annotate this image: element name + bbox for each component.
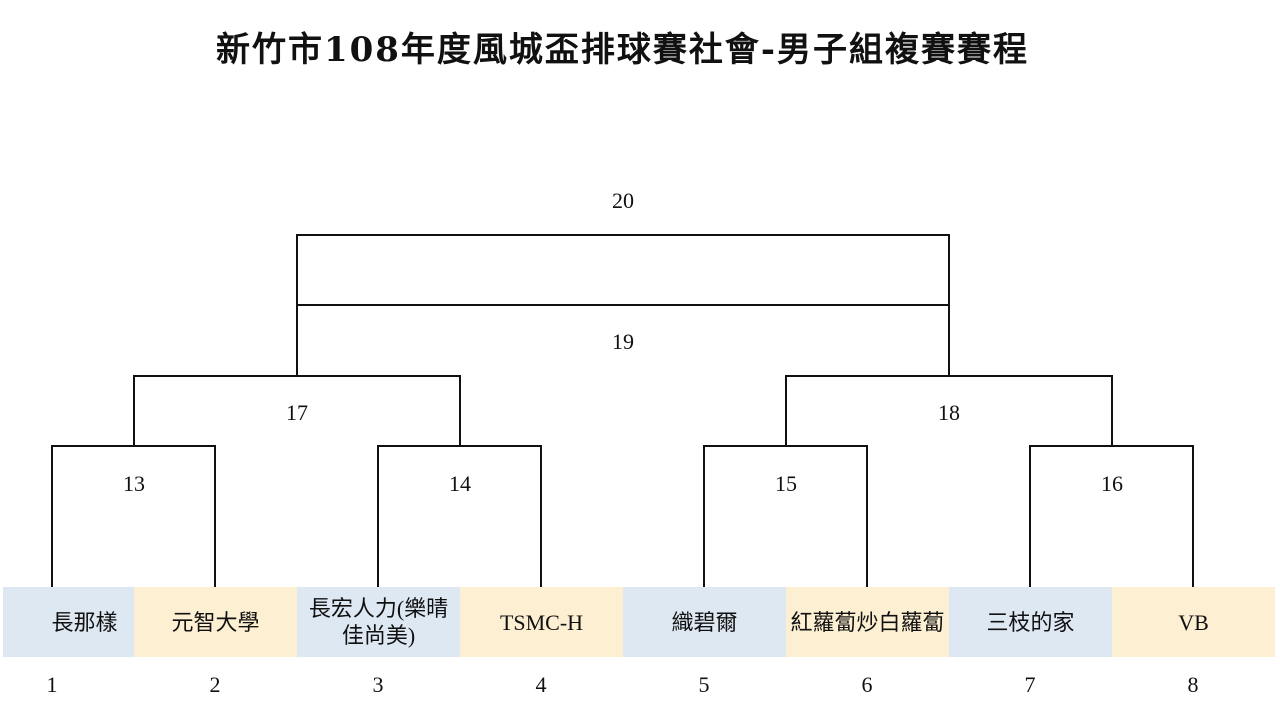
team-row: 長那樣 元智大學 長宏人力(樂晴佳尚美) TSMC-H 織碧爾 紅蘿蔔炒白蘿蔔 … <box>3 587 1277 657</box>
page-title: 新竹市108年度風城盃排球賽社會-男子組複賽賽程 <box>215 30 1030 70</box>
match-number-14: 14 <box>449 471 471 496</box>
bracket-line-match-20 <box>296 234 950 305</box>
bracket-line-match-19 <box>296 304 950 376</box>
bracket-line-match-13 <box>51 445 216 587</box>
seed-number-6: 6 <box>861 672 873 697</box>
seed-number-3: 3 <box>372 672 384 697</box>
match-number-16: 16 <box>1101 471 1123 496</box>
bracket-line-match-15 <box>703 445 868 587</box>
seed-number-5: 5 <box>698 672 710 697</box>
seed-number-8: 8 <box>1187 672 1199 697</box>
team-cell-5: 織碧爾 <box>623 587 786 657</box>
match-number-17: 17 <box>286 400 308 425</box>
bracket-line-match-16 <box>1029 445 1194 587</box>
team-cell-4: TSMC-H <box>460 587 623 657</box>
seed-number-1: 1 <box>46 672 58 697</box>
match-number-15: 15 <box>775 471 797 496</box>
team-cell-7: 三枝的家 <box>949 587 1112 657</box>
match-number-13: 13 <box>123 471 145 496</box>
seed-number-2: 2 <box>209 672 221 697</box>
seed-number-7: 7 <box>1024 672 1036 697</box>
match-number-20: 20 <box>612 188 634 213</box>
match-number-19: 19 <box>612 329 634 354</box>
bracket-line-match-14 <box>377 445 542 587</box>
team-cell-6: 紅蘿蔔炒白蘿蔔 <box>786 587 949 657</box>
match-number-18: 18 <box>938 400 960 425</box>
team-cell-3: 長宏人力(樂晴佳尚美) <box>297 587 460 657</box>
team-cell-2: 元智大學 <box>134 587 297 657</box>
team-cell-8: VB <box>1112 587 1275 657</box>
seed-number-4: 4 <box>535 672 547 697</box>
